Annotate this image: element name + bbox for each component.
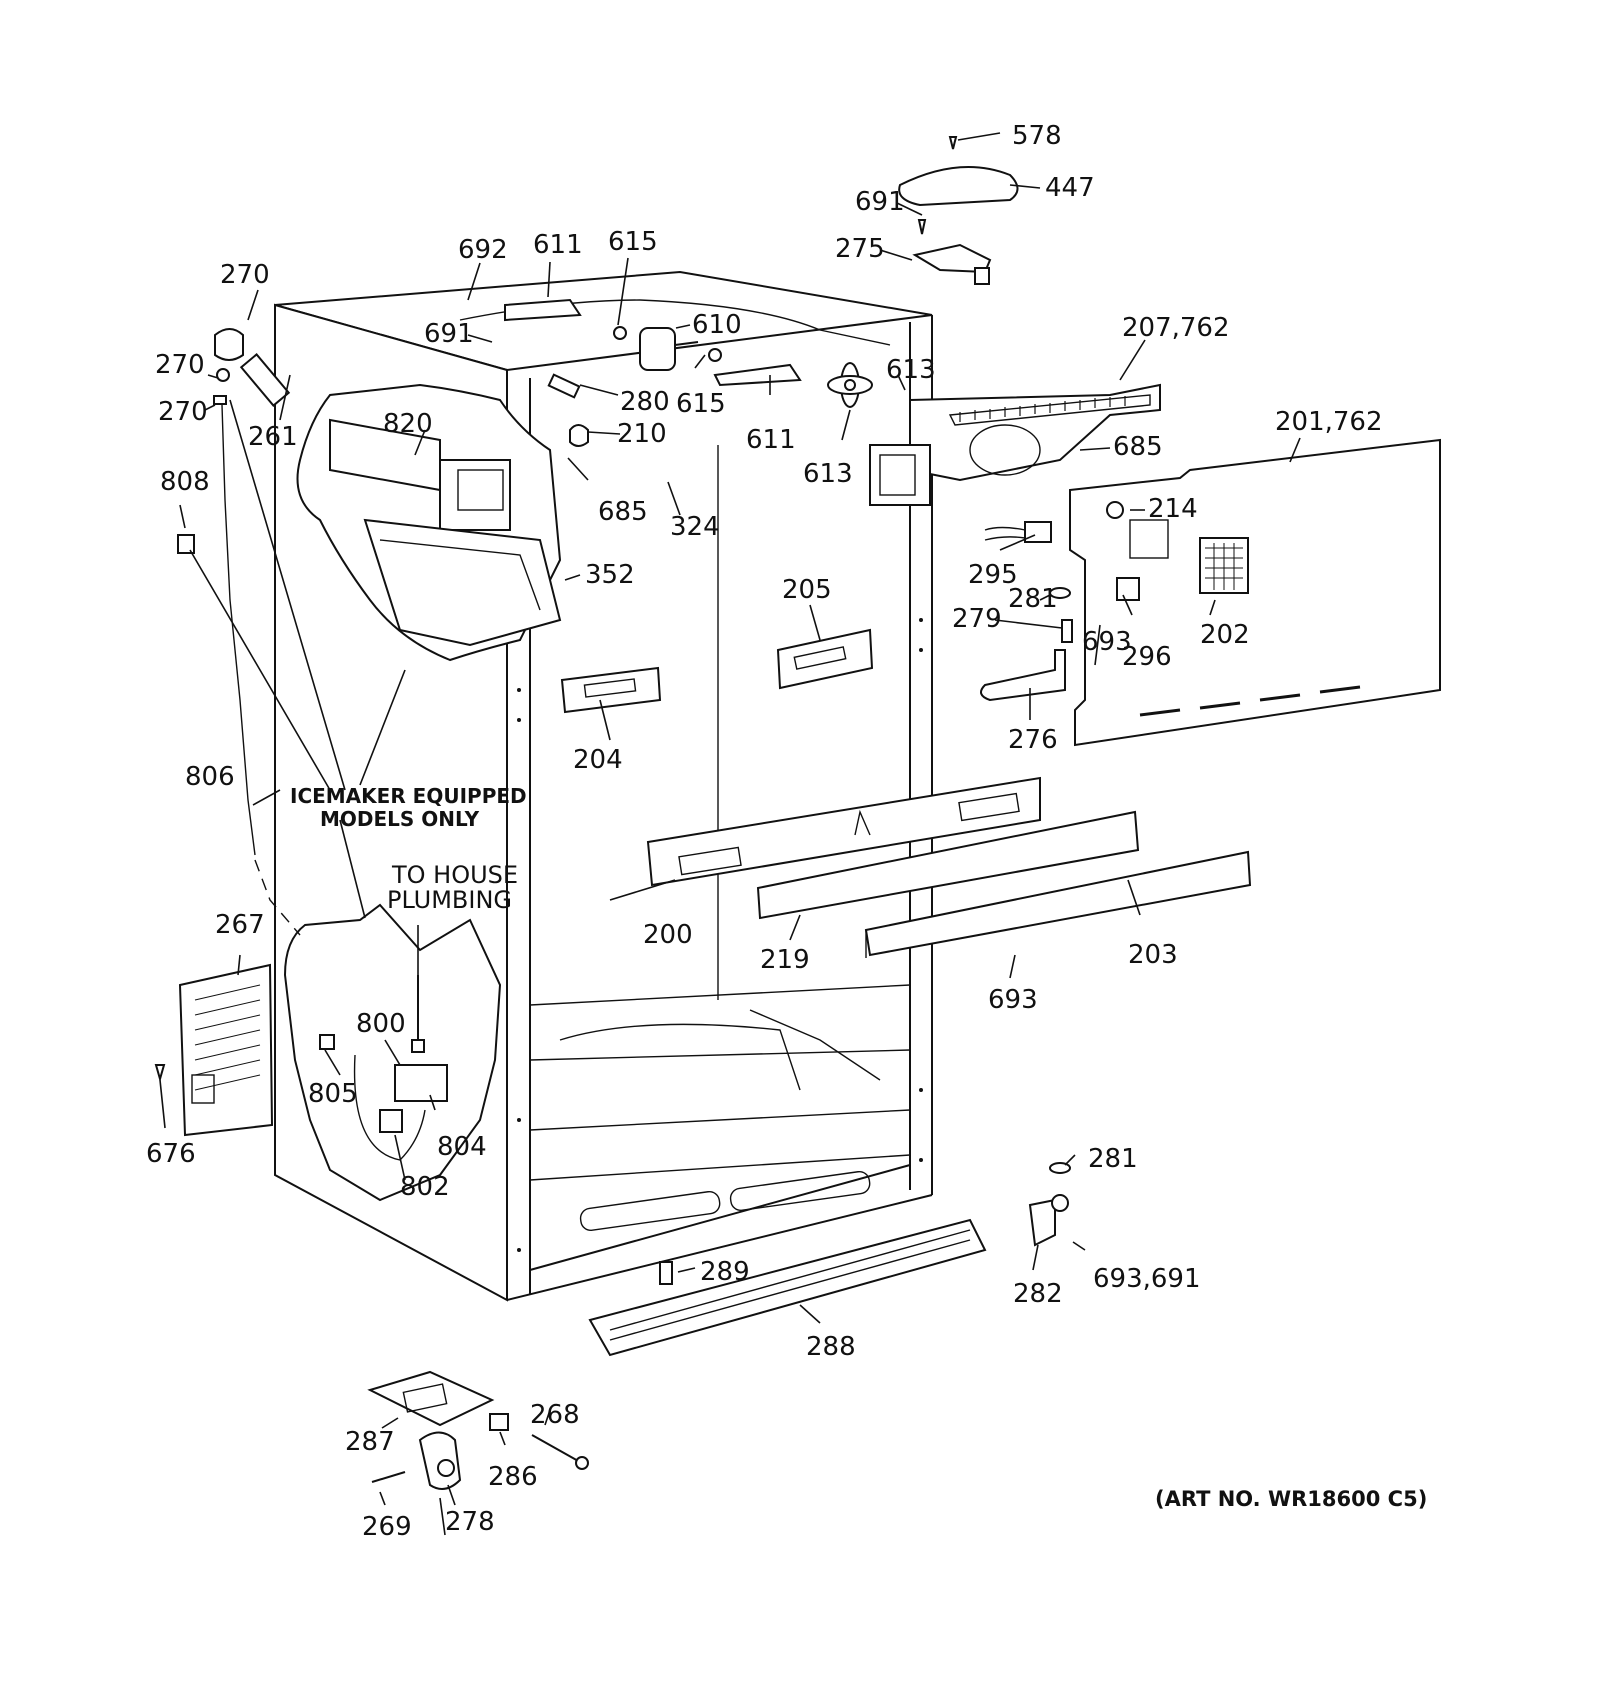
fan-housing	[869, 444, 931, 506]
label-214: 214	[1148, 494, 1198, 524]
roller-wheel	[418, 1431, 462, 1490]
label-269: 269	[362, 1512, 412, 1542]
leader-lines	[159, 132, 1301, 1536]
lower-hinge	[1028, 1198, 1056, 1247]
label-286: 286	[488, 1462, 538, 1492]
icemaker-note-line2: MODELS ONLY	[320, 807, 480, 831]
label-610: 610	[692, 310, 742, 340]
hinge-cover	[898, 166, 1019, 207]
part-number-labels: 578 447 691 275 692 611 615 610 691 280 …	[146, 121, 1383, 1542]
label-578: 578	[1012, 121, 1062, 151]
label-219: 219	[760, 945, 810, 975]
access-panel-267	[178, 963, 274, 1137]
label-806: 806	[185, 762, 235, 792]
label-201-762: 201,762	[1275, 407, 1383, 437]
label-676: 676	[146, 1139, 196, 1169]
bracket-205	[776, 628, 874, 690]
label-278: 278	[445, 1507, 495, 1537]
bracket-204	[560, 666, 662, 714]
label-802: 802	[400, 1172, 450, 1202]
label-613-b: 613	[803, 459, 853, 489]
art-number: (ART NO. WR18600 C5)	[1155, 1487, 1427, 1511]
icemaker-arrows	[189, 399, 406, 919]
water-valve	[394, 1064, 448, 1102]
label-203: 203	[1128, 940, 1178, 970]
label-611: 611	[533, 230, 583, 260]
roller-bracket	[367, 1370, 495, 1427]
bracket-276	[980, 649, 1066, 702]
switch	[1116, 577, 1140, 601]
shelf-rail-200	[646, 776, 1041, 887]
label-352: 352	[585, 560, 635, 590]
label-270-c: 270	[158, 397, 208, 427]
label-685: 685	[1113, 432, 1163, 462]
label-281-b: 281	[1088, 1144, 1138, 1174]
label-287: 287	[345, 1427, 395, 1457]
label-295: 295	[968, 560, 1018, 590]
label-691-b: 691	[424, 319, 474, 349]
label-268: 268	[530, 1400, 580, 1430]
label-691: 691	[855, 187, 905, 217]
label-204: 204	[573, 745, 623, 775]
label-276: 276	[1008, 725, 1058, 755]
label-615-b: 615	[676, 389, 726, 419]
icemaker-note-line1: ICEMAKER EQUIPPED	[290, 784, 527, 808]
label-275: 275	[835, 234, 885, 264]
label-800: 800	[356, 1009, 406, 1039]
label-615: 615	[608, 227, 658, 257]
label-693: 693	[1082, 627, 1132, 657]
label-693-691: 693,691	[1093, 1264, 1201, 1294]
label-324: 324	[670, 512, 720, 542]
label-261: 261	[248, 422, 298, 452]
plumbing-note-line1: TO HOUSE	[391, 861, 518, 889]
top-hinge	[912, 243, 992, 274]
label-693-b: 693	[988, 985, 1038, 1015]
label-685-b: 685	[598, 497, 648, 527]
plumbing-note-line2: PLUMBING	[387, 886, 512, 914]
icemaker-unit	[439, 459, 511, 531]
label-282: 282	[1013, 1279, 1063, 1309]
label-210: 210	[617, 419, 667, 449]
label-692: 692	[458, 235, 508, 265]
label-267: 267	[215, 910, 265, 940]
kick-plate	[588, 1218, 987, 1357]
label-804: 804	[437, 1132, 487, 1162]
label-611-b: 611	[746, 425, 796, 455]
label-205: 205	[782, 575, 832, 605]
ice-bucket	[363, 518, 562, 647]
label-447: 447	[1045, 173, 1095, 203]
label-279: 279	[952, 604, 1002, 634]
fan-motor	[639, 327, 699, 371]
label-270-b: 270	[155, 350, 205, 380]
label-280: 280	[620, 387, 670, 417]
shelf-rail-203	[864, 850, 1252, 957]
label-613: 613	[886, 355, 936, 385]
label-281: 281	[1008, 584, 1058, 614]
label-296: 296	[1122, 642, 1172, 672]
shelf-rail-219	[756, 810, 1140, 920]
fan-blade	[827, 362, 873, 408]
label-207-762: 207,762	[1122, 313, 1230, 343]
control-panel	[1069, 438, 1441, 747]
label-820: 820	[383, 409, 433, 439]
label-808: 808	[160, 467, 210, 497]
label-289: 289	[700, 1257, 750, 1287]
label-202: 202	[1200, 620, 1250, 650]
label-270: 270	[220, 260, 270, 290]
label-288: 288	[806, 1332, 856, 1362]
label-805: 805	[308, 1079, 358, 1109]
label-200: 200	[643, 920, 693, 950]
